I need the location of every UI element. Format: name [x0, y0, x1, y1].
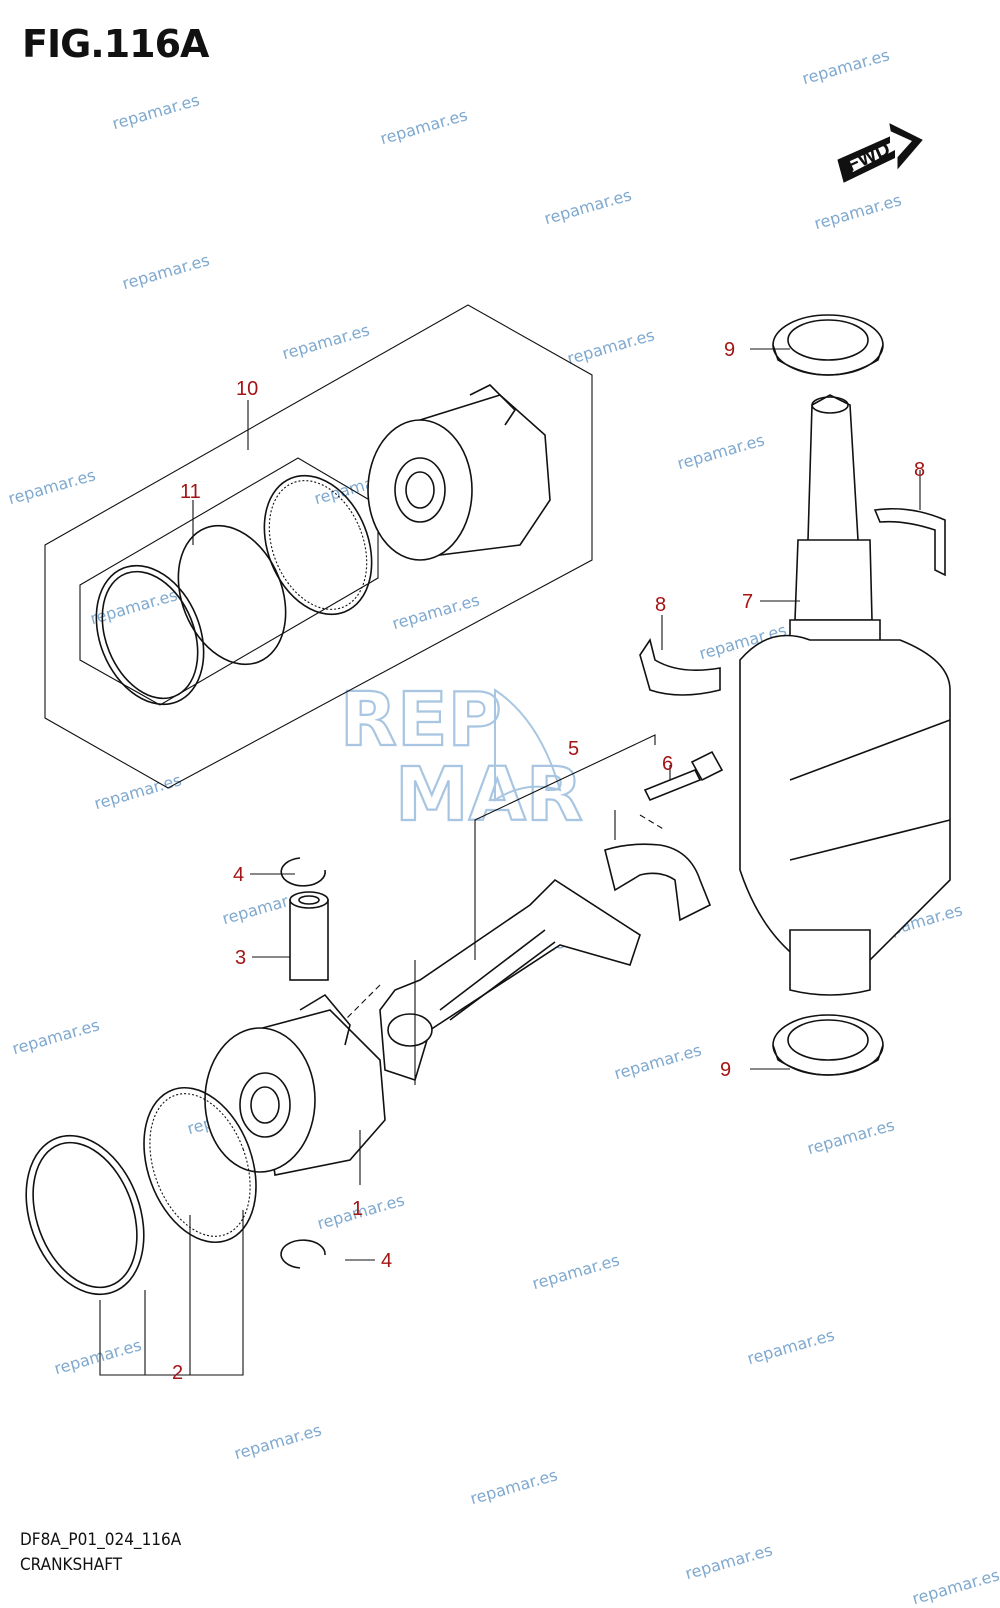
- callout-7: 7: [742, 591, 753, 613]
- main-bearing-left: [639, 638, 721, 696]
- callout-10: 10: [236, 378, 258, 400]
- connecting-rod-bolt: [643, 750, 724, 802]
- callout-9-lower: 9: [720, 1059, 731, 1081]
- oil-seal-upper: [772, 314, 884, 376]
- piston: [204, 993, 386, 1176]
- callout-6: 6: [662, 753, 673, 775]
- guide-lines: [99, 734, 666, 1376]
- connecting-rod: [379, 878, 641, 1082]
- piston-upper: [367, 384, 551, 561]
- callout-2: 2: [172, 1362, 183, 1384]
- callout-1: 1: [352, 1198, 363, 1220]
- piston-kit-box: [44, 304, 593, 789]
- callout-11: 11: [180, 481, 201, 503]
- callout-4-upper: 4: [233, 864, 244, 886]
- logo-text-bottom: MAR: [395, 752, 583, 838]
- logo-text-top: REP: [340, 677, 502, 763]
- crankshaft: [739, 394, 951, 996]
- diagram-code: DF8A_P01_024_116A: [20, 1530, 182, 1550]
- callout-leaders: [192, 348, 921, 1261]
- callout-8-right: 8: [914, 459, 925, 481]
- circlip-lower: [280, 1239, 326, 1269]
- piston-rings: [25, 1086, 257, 1296]
- callout-8-left: 8: [655, 594, 666, 616]
- callout-4-lower: 4: [381, 1250, 392, 1272]
- ring-set-box: [79, 457, 379, 706]
- repmar-logo: REP MAR: [339, 676, 584, 839]
- fwd-arrow-icon: FWD: [837, 123, 923, 183]
- logo-sail-icon: [494, 688, 562, 802]
- figure-title: FIG.116A: [22, 22, 209, 66]
- section-name: CRANKSHAFT: [20, 1555, 123, 1575]
- callout-5: 5: [568, 738, 579, 760]
- piston-pin: [289, 891, 329, 981]
- callout-3: 3: [235, 947, 246, 969]
- oil-seal-lower: [772, 1014, 884, 1076]
- main-bearing-right: [873, 507, 946, 577]
- circlip-upper: [280, 857, 326, 887]
- callout-9-upper: 9: [724, 339, 735, 361]
- ring-set-parts: [95, 474, 373, 706]
- connecting-rod-cap: [604, 843, 712, 922]
